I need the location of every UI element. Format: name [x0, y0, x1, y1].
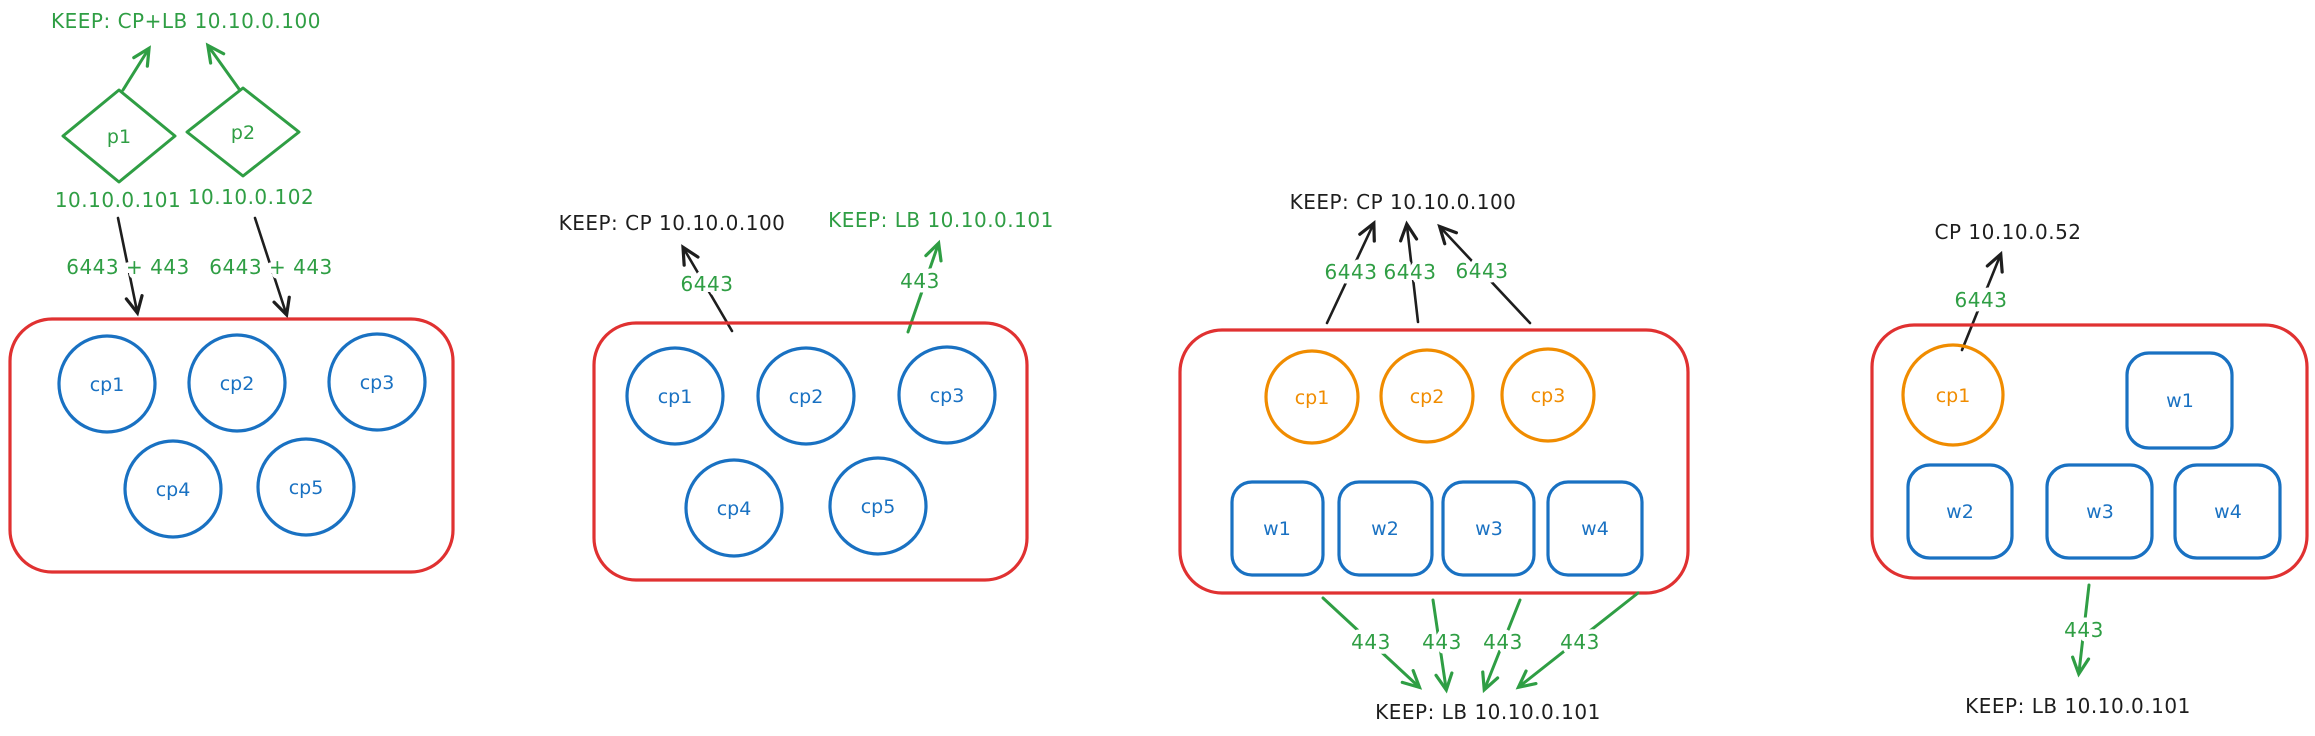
node-label-cp5: cp5: [289, 477, 324, 499]
lb-port-label-2: 443: [1422, 630, 1462, 654]
arrow-w2-to-lb-vip: [1431, 598, 1454, 694]
node-label-cp1: cp1: [90, 374, 125, 396]
node-label-cp5: cp5: [861, 496, 896, 518]
arrow-cluster-to-cp-vip: [681, 244, 734, 333]
arrow-w1-to-lb-vip: [1321, 596, 1423, 690]
node-square-w2: [1906, 463, 2014, 560]
node-circle-cp3: [897, 345, 997, 445]
node-square-w3: [2045, 463, 2154, 560]
node-square-w1: [1230, 480, 1325, 577]
node-square-w3: [1441, 480, 1536, 577]
cluster-4-boundary: [1870, 323, 2309, 580]
lb-port-label-4: 443: [1560, 630, 1600, 654]
node-label-cp2: cp2: [789, 386, 824, 408]
node-circle-cp5: [256, 437, 356, 537]
node-circle-cp2: [187, 333, 287, 433]
node-label-cp3: cp3: [360, 372, 395, 394]
cluster-4-single-cp: CP 10.10.0.52 6443 cp1 w1 w2 w3 w4 443 K…: [1870, 220, 2309, 718]
node-label-cp2: cp2: [220, 373, 255, 395]
node-circle-cp3: [327, 332, 427, 432]
arrow-p1-to-cluster: [116, 216, 144, 317]
keep-lb-vip-label: KEEP: LB 10.10.0.101: [828, 208, 1054, 232]
cluster-1-cp-plus-lb: KEEP: CP+LB 10.10.0.100 p1 p2 10.10.0.10…: [8, 9, 455, 574]
node-circle-cp2: [1379, 348, 1475, 444]
cluster-3-boundary: [1178, 328, 1690, 595]
node-square-w4: [1546, 480, 1644, 577]
arrow-w3-to-lb-vip: [1481, 598, 1522, 694]
cp-ip-label: CP 10.10.0.52: [1934, 220, 2081, 244]
keep-cp-vip-label: KEEP: CP 10.10.0.100: [559, 211, 786, 235]
node-label-w4: w4: [1581, 518, 1609, 540]
p1-ports-label: 6443 + 443: [66, 255, 190, 279]
cp-port-label-1: 6443: [1325, 260, 1378, 284]
node-label-cp1: cp1: [658, 386, 693, 408]
node-square-w1: [2125, 351, 2234, 450]
arrow-cluster-to-lb-vip: [2071, 583, 2091, 678]
node-label-cp1: cp1: [1936, 385, 1971, 407]
node-square-w2: [1337, 480, 1434, 577]
node-label-w4: w4: [2214, 501, 2242, 523]
node-circle-cp1: [625, 346, 725, 446]
node-circle-cp1: [57, 334, 157, 434]
arrow-w4-to-lb-vip: [1515, 591, 1640, 690]
lb-port-label-3: 443: [1483, 630, 1523, 654]
cluster-1-boundary: [8, 317, 455, 574]
cluster-2-cp-and-lb-vips: KEEP: CP 10.10.0.100 KEEP: LB 10.10.0.10…: [559, 208, 1054, 582]
node-label-cp1: cp1: [1295, 387, 1330, 409]
node-label-w3: w3: [1475, 518, 1503, 540]
cluster-2-boundary: [592, 321, 1029, 582]
proxy-p2-label: p2: [231, 122, 255, 144]
cp-port-label-3: 6443: [1456, 259, 1509, 283]
arrow-p2-to-cluster: [253, 216, 291, 319]
node-label-w1: w1: [1263, 518, 1291, 540]
node-square-w4: [2173, 463, 2282, 560]
node-label-w3: w3: [2086, 501, 2114, 523]
arrow-cp1-to-cp-vip: [1325, 219, 1376, 325]
arrow-cp3-to-cp-vip: [1437, 223, 1532, 325]
node-label-cp3: cp3: [930, 385, 965, 407]
node-circle-cp1: [1901, 343, 2005, 447]
node-label-cp2: cp2: [1410, 386, 1445, 408]
keep-lb-vip-label: KEEP: LB 10.10.0.101: [1375, 700, 1601, 724]
proxy-p1-ip: 10.10.0.101: [55, 188, 181, 212]
cp-port-label: 6443: [1955, 288, 2008, 312]
lb-port-label-1: 443: [1351, 630, 1391, 654]
node-circle-cp3: [1500, 347, 1596, 443]
keep-lb-vip-label: KEEP: LB 10.10.0.101: [1965, 694, 2191, 718]
p2-ports-label: 6443 + 443: [209, 255, 333, 279]
lb-port-label: 443: [900, 269, 940, 293]
node-label-w1: w1: [2166, 390, 2194, 412]
node-circle-cp4: [684, 458, 784, 558]
node-circle-cp4: [123, 439, 223, 539]
node-label-w2: w2: [1371, 518, 1399, 540]
node-circle-cp1: [1264, 349, 1360, 445]
arrow-p2-to-vip: [205, 42, 241, 91]
proxy-p1-label: p1: [107, 126, 131, 148]
proxy-p2-ip: 10.10.0.102: [188, 185, 314, 209]
node-label-w2: w2: [1946, 501, 1974, 523]
node-circle-cp5: [828, 456, 928, 556]
lb-port-label: 443: [2064, 618, 2104, 642]
node-label-cp4: cp4: [156, 479, 191, 501]
cluster-3-split-vips: KEEP: CP 10.10.0.100 6443 6443 6443 cp1 …: [1178, 190, 1690, 724]
arrow-p1-to-vip: [121, 45, 151, 92]
keep-cp-lb-vip-label: KEEP: CP+LB 10.10.0.100: [51, 9, 321, 33]
cp-port-label: 6443: [681, 272, 734, 296]
proxy-p2-diamond: [185, 86, 301, 178]
node-label-cp4: cp4: [717, 498, 752, 520]
arrow-cp1-to-cp-ip: [1960, 250, 2004, 352]
arrow-cp2-to-cp-vip: [1399, 220, 1420, 324]
node-circle-cp2: [756, 346, 856, 446]
proxy-p1-diamond: [61, 88, 177, 184]
node-label-cp3: cp3: [1531, 385, 1566, 407]
cp-port-label-2: 6443: [1384, 260, 1437, 284]
keep-cp-vip-label: KEEP: CP 10.10.0.100: [1290, 190, 1517, 214]
arrow-cluster-to-lb-vip: [906, 239, 943, 334]
